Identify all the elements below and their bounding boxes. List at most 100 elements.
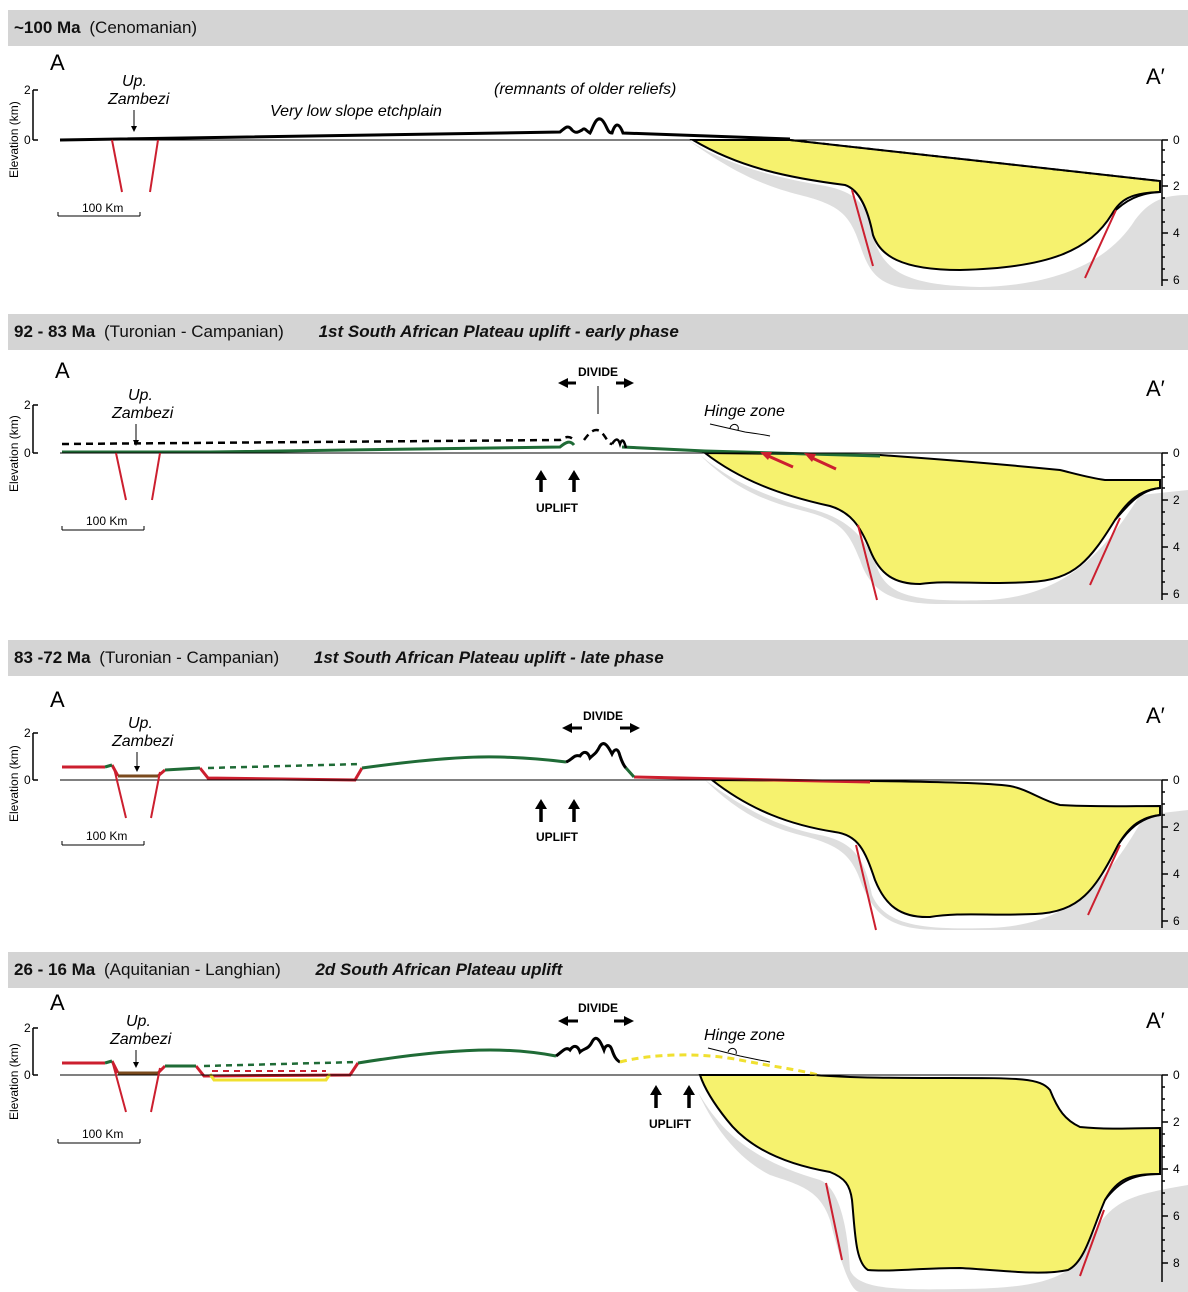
panel-age: ~100 Ma [14,18,81,37]
land-surface [104,755,636,778]
scale-bar-label: 100 Km [82,1127,123,1141]
basement-top [1117,814,1161,846]
arrow-head [133,440,139,446]
dashed-paleo-surface [203,1060,359,1068]
hinge-symbol [707,1047,771,1063]
basement-shadow [688,140,1188,290]
river-label: Up. [122,73,147,90]
elev-tick-label: 0 [24,133,31,147]
arrow-head [804,453,816,462]
river-label: Up. [128,715,153,732]
panel-cenomanian: ~100 Ma (Cenomanian) 2 0 Elevation (km) [0,0,1188,300]
dashed-paleo-surface [207,762,363,770]
arrow-head [535,470,547,480]
river-label: Zambezi [107,91,170,108]
depth-tick-label: 4 [1173,226,1180,240]
elev-tick-label: 2 [24,1021,31,1035]
panel-second-uplift: 26 - 16 Ma (Aquitanian - Langhian) 2d So… [0,952,1188,1292]
fault-line [1087,844,1121,916]
depth-tick-label: 6 [1173,1209,1180,1223]
fault-line [1084,209,1117,279]
uplift-label: UPLIFT [536,830,579,844]
fault-line [150,1067,161,1113]
section-end-label: A′ [1146,703,1165,728]
panel-late-uplift: 83 -72 Ma (Turonian - Campanian) 1st Sou… [0,640,1188,940]
basement-top [1114,487,1161,521]
arrow-head [133,1062,139,1068]
fault-line [111,139,123,193]
scale-bar-label: 100 Km [82,201,123,215]
fault-line [1079,1209,1105,1277]
yellow-dashed-surface [619,1053,819,1077]
river-label: Up. [126,1013,151,1030]
depth-tick-label: 4 [1173,540,1180,554]
depth-tick-label: 2 [1173,820,1180,834]
depth-ticks [1162,139,1168,281]
relief-remnants-label: (remnants of older reliefs) [494,81,676,98]
fault-line [151,452,161,501]
arrow-head [624,1016,634,1026]
panel-stage: (Aquitanian - Langhian) [104,960,281,979]
etchplain-label: Very low slope etchplain [270,103,442,120]
panel-phase: 1st South African Plateau uplift - late … [313,648,664,667]
cross-section: Hinge zone DIVIDE UPLIFT 2 0 Elevation (… [7,990,1188,1292]
depth-tick-label: 0 [1173,773,1180,787]
sediment-basin [689,139,1161,272]
y-axis-label: Elevation (km) [7,415,21,492]
y-axis-label: Elevation (km) [7,1043,21,1120]
sediment-basin [702,451,1161,586]
panel-age: 83 -72 Ma [14,648,91,667]
depth-tick-label: 0 [1173,446,1180,460]
arrow-head [558,1016,568,1026]
panel-header: ~100 Ma (Cenomanian) [8,10,1188,46]
depth-tick-label: 2 [1173,179,1180,193]
section-start-label: A [50,50,65,75]
basement-shadow [705,780,1188,930]
depth-tick-label: 0 [1173,133,1180,147]
panel-age: 26 - 16 Ma [14,960,96,979]
arrow-head [562,723,572,733]
fault-line [150,771,161,819]
depth-ticks [1162,452,1168,595]
arrow-head [131,126,137,132]
divide-label: DIVIDE [578,1001,618,1015]
fault-line [149,139,159,193]
river-label: Zambezi [111,733,174,750]
red-surface [62,1060,360,1078]
elev-tick-label: 2 [24,726,31,740]
cross-section: DIVIDE UPLIFT 2 0 Elevation (km) 0 2 4 6… [7,687,1188,931]
depth-tick-label: 2 [1173,1115,1180,1129]
divide-label: DIVIDE [578,365,618,379]
section-start-label: A [55,358,70,383]
elev-tick-label: 2 [24,83,31,97]
reverse-fault-arrow [809,455,837,471]
depth-tick-label: 6 [1173,273,1180,287]
land-surface [104,1048,557,1068]
divide-label: DIVIDE [583,709,623,723]
sediment-basin [698,1074,1161,1274]
panel-header: 83 -72 Ma (Turonian - Campanian) 1st Sou… [8,640,1188,676]
depth-tick-label: 6 [1173,587,1180,601]
arrow-head [568,799,580,809]
dashed-paleo-surface [61,428,613,446]
depth-tick-label: 8 [1173,1256,1180,1270]
river-label: Zambezi [111,405,174,422]
hinge-zone-label: Hinge zone [704,1027,785,1044]
yellow-basin-floor [208,1073,332,1082]
fault-line [855,844,877,931]
panel-stage: (Turonian - Campanian) [99,648,280,667]
section-start-label: A [50,687,65,712]
arrow-head [683,1085,695,1095]
panel-stage: (Turonian - Campanian) [104,322,284,341]
depth-tick-label: 6 [1173,914,1180,928]
reverse-fault-arrow [765,453,794,469]
fault-line [851,189,874,267]
land-surface [59,117,791,142]
land-surface [62,440,881,458]
sediment-basin [709,778,1161,919]
y-axis-label: Elevation (km) [7,101,21,178]
depth-ticks [1162,779,1168,922]
hinge-zone-label: Hinge zone [704,403,785,420]
divide-relief [610,438,628,449]
dashed-profile [789,139,1161,182]
